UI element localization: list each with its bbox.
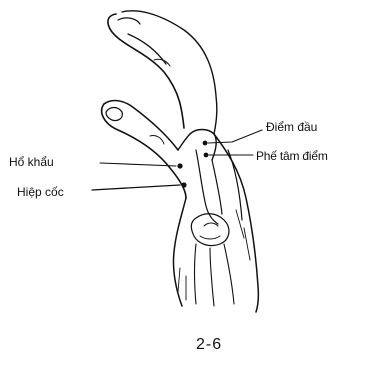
wrist-bone-1	[195, 244, 197, 304]
hand-back-inner	[228, 150, 242, 220]
index-finger-outline-inner	[122, 11, 217, 134]
thumb-crease	[150, 135, 164, 144]
shade-line	[244, 228, 250, 260]
leader-ho-khau	[100, 163, 176, 166]
point-hiep-coc	[181, 182, 186, 187]
hand-back-right	[214, 134, 258, 312]
shade-line	[178, 268, 180, 292]
point-phe-tam-diem	[204, 153, 209, 158]
carpal-bones	[191, 214, 229, 246]
figure-caption: 2-6	[196, 338, 222, 352]
shade-line	[236, 210, 244, 238]
thumb-nail	[106, 108, 122, 121]
point-ho-khau	[177, 163, 182, 168]
label-ho-khau: Hổ khẩu	[9, 155, 54, 169]
label-diem-dau: Điểm đầu	[266, 120, 317, 134]
carpal-bone-inner	[204, 223, 218, 226]
metacarpal-line	[196, 150, 218, 224]
thumb-outline	[102, 104, 186, 198]
wrist-bone-3	[224, 244, 234, 304]
index-fingernail	[118, 18, 140, 24]
hand-back-left	[173, 198, 186, 306]
carpal-bone-inner-2	[200, 236, 220, 239]
wrist-bone-2	[210, 248, 214, 306]
index-finger-outline	[108, 14, 184, 128]
metacarpal-line-2	[212, 160, 222, 214]
label-phe-tam-diem: Phế tâm điểm	[256, 149, 328, 163]
thumb-web	[178, 134, 190, 150]
label-hiep-coc: Hiệp cốc	[17, 185, 64, 199]
leader-hiep-coc	[92, 185, 180, 190]
point-diem-dau	[203, 141, 208, 146]
